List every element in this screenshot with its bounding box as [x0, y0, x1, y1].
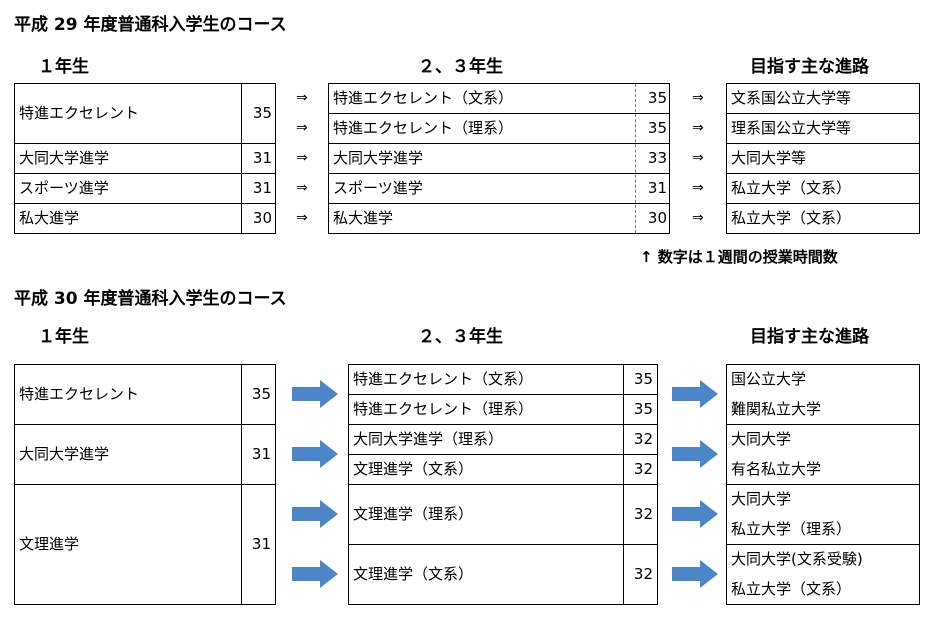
h29-year1-hours: 31 [252, 179, 272, 197]
h29-arrow-glyph: ⇒ [692, 150, 704, 166]
h29-arrow-glyph: ⇒ [296, 90, 308, 106]
h29-year23-hours: 30 [647, 209, 667, 227]
h29-arrow-glyph: ⇒ [296, 120, 308, 136]
h29-year23-label: 特進エクセレント（文系） [333, 89, 514, 107]
h30-destination-table: 国公立大学 難関私立大学 大同大学 有名私立大学 大同大学 私立大学（理系） 大… [726, 364, 920, 605]
h30-year23-hours: 35 [633, 370, 653, 388]
h29-destination: 文系国公立大学等 [731, 89, 852, 107]
h30-year23-hours: 35 [633, 400, 653, 418]
h30-destination: 私立大学（理系） [731, 520, 852, 538]
h30-arrow-right-icon [672, 500, 718, 528]
h29-arrow-glyph: ⇒ [692, 90, 704, 106]
h29-year1-hours: 31 [252, 149, 272, 167]
h29-year23-table: 特進エクセレント（文系） 35 特進エクセレント（理系） 35 大同大学進学 3… [328, 83, 670, 234]
h30-destination: 私立大学（文系） [731, 580, 852, 598]
h30-year23-label: 文理進学（文系） [353, 460, 474, 478]
h29-header-year1: １年生 [38, 57, 89, 77]
h30-arrow-right-icon [672, 560, 718, 588]
h29-year1-label: 大同大学進学 [19, 149, 110, 167]
h30-year1-label: 文理進学 [19, 535, 80, 553]
h29-year23-label: スポーツ進学 [333, 179, 423, 197]
h29-arrow-glyph: ⇒ [296, 180, 308, 196]
h29-destination: 私立大学（文系） [731, 209, 852, 227]
h29-arrow-glyph: ⇒ [692, 120, 704, 136]
h29-header-destination: 目指す主な進路 [750, 57, 869, 77]
h30-year23-hours: 32 [633, 565, 653, 583]
h30-year1-table: 特進エクセレント 35 大同大学進学 31 文理進学 31 [14, 364, 276, 605]
section-h30-title: 平成 30 年度普通科入学生のコース [14, 289, 287, 309]
h29-year1-label: 特進エクセレント [19, 104, 140, 122]
h30-destination: 国公立大学 [731, 370, 807, 388]
h30-header-year1: １年生 [38, 327, 89, 347]
h29-year23-hours: 35 [647, 89, 667, 107]
h30-arrow-right-icon [672, 440, 718, 468]
h30-destination: 有名私立大学 [731, 460, 822, 478]
h29-header-year23: ２、３年生 [418, 57, 503, 77]
h30-arrow-right-icon [292, 440, 338, 468]
h29-arrow-glyph: ⇒ [296, 150, 308, 166]
h29-destination-table: 文系国公立大学等 理系国公立大学等 大同大学等 私立大学（文系） 私立大学（文系… [726, 83, 920, 234]
section-h29-title: 平成 29 年度普通科入学生のコース [14, 15, 287, 35]
h30-destination: 大同大学 [731, 490, 792, 508]
h30-destination: 大同大学(文系受験) [731, 550, 863, 568]
h30-year1-hours: 31 [251, 535, 271, 553]
h30-destination: 大同大学 [731, 430, 792, 448]
h30-year23-hours: 32 [633, 505, 653, 523]
h30-year23-label: 大同大学進学（理系） [353, 430, 504, 448]
h29-year23-hours: 35 [647, 119, 667, 137]
h30-header-year23: ２、３年生 [418, 327, 503, 347]
h30-destination: 難関私立大学 [731, 400, 822, 418]
h29-year1-hours: 35 [252, 104, 272, 122]
h30-arrow-right-icon [672, 380, 718, 408]
h30-year23-hours: 32 [633, 430, 653, 448]
h29-destination: 理系国公立大学等 [731, 119, 852, 137]
h29-year23-label: 特進エクセレント（理系） [333, 119, 514, 137]
h30-year23-label: 文理進学（理系） [353, 505, 474, 523]
h30-year23-label: 特進エクセレント（理系） [353, 400, 534, 418]
h29-arrow-glyph: ⇒ [692, 180, 704, 196]
h30-year1-hours: 35 [251, 385, 271, 403]
h30-year23-label: 特進エクセレント（文系） [353, 370, 534, 388]
h30-year23-label: 文理進学（文系） [353, 565, 474, 583]
h29-year1-label: 私大進学 [19, 209, 80, 227]
h30-year1-label: 特進エクセレント [19, 385, 140, 403]
h29-year23-label: 私大進学 [333, 209, 394, 227]
h30-arrow-right-icon [292, 380, 338, 408]
h30-arrow-right-icon [292, 500, 338, 528]
h30-year1-hours: 31 [251, 445, 271, 463]
h30-header-destination: 目指す主な進路 [750, 327, 869, 347]
h30-year23-hours: 32 [633, 460, 653, 478]
h29-year1-table: 特進エクセレント 35 大同大学進学 31 スポーツ進学 31 私大進学 30 [14, 83, 276, 234]
h29-year23-hours: 31 [647, 179, 667, 197]
h29-destination: 大同大学等 [731, 149, 807, 167]
h29-arrow-glyph: ⇒ [692, 210, 704, 226]
h29-arrow-glyph: ⇒ [296, 210, 308, 226]
h30-year1-label: 大同大学進学 [19, 445, 110, 463]
h29-destination: 私立大学（文系） [731, 179, 852, 197]
h29-year1-hours: 30 [252, 209, 272, 227]
h30-year23-table: 特進エクセレント（文系） 35 特進エクセレント（理系） 35 大同大学進学（理… [348, 364, 658, 605]
h29-year23-label: 大同大学進学 [333, 149, 424, 167]
h30-arrow-right-icon [292, 560, 338, 588]
h29-year23-hours: 33 [647, 149, 667, 167]
h29-year1-label: スポーツ進学 [19, 179, 109, 197]
h29-hours-note: ↑ 数字は１週間の授業時間数 [640, 248, 838, 266]
